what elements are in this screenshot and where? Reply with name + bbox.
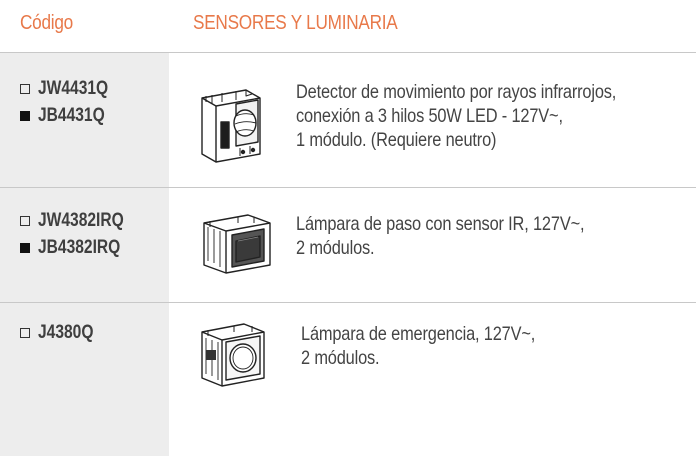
code-item: JW4382IRQ [20,210,143,232]
white-swatch-icon [20,328,30,338]
code-item: JB4431Q [20,105,119,127]
black-swatch-icon [20,111,30,121]
description-line: Lámpara de paso con sensor IR, 127V~, [296,213,585,235]
divider [0,187,696,188]
product-code: J4380Q [38,322,94,343]
white-swatch-icon [20,216,30,226]
product-description: Lámpara de emergencia, 127V~, 2 módulos. [301,322,535,370]
description-line: 1 módulo. (Requiere neutro) [296,129,497,151]
product-description: Detector de movimiento por rayos infrarr… [296,80,616,152]
divider [0,302,696,303]
description-line: 2 módulos. [301,347,380,369]
product-code: JW4382IRQ [38,210,124,231]
white-swatch-icon [20,84,30,94]
code-item: J4380Q [20,322,106,344]
product-code: JB4382IRQ [38,237,121,258]
product-code: JW4431Q [38,78,109,99]
header-title: SENSORES Y LUMINARIA [193,12,398,34]
black-swatch-icon [20,243,30,253]
description-line: conexión a 3 hilos 50W LED - 127V~, [296,105,563,127]
emergency-lamp-icon [201,323,265,387]
description-line: 2 módulos. [296,237,375,259]
divider [0,52,696,53]
description-line: Detector de movimiento por rayos infrarr… [296,81,617,103]
product-description: Lámpara de paso con sensor IR, 127V~, 2 … [296,212,585,260]
code-item: JB4382IRQ [20,237,138,259]
description-line: Lámpara de emergencia, 127V~, [301,323,536,345]
code-item: JW4431Q [20,78,124,100]
header-code-label: Código [20,12,73,34]
motion-detector-icon [201,89,261,163]
step-lamp-sensor-icon [203,214,271,274]
product-code: JB4431Q [38,105,105,126]
